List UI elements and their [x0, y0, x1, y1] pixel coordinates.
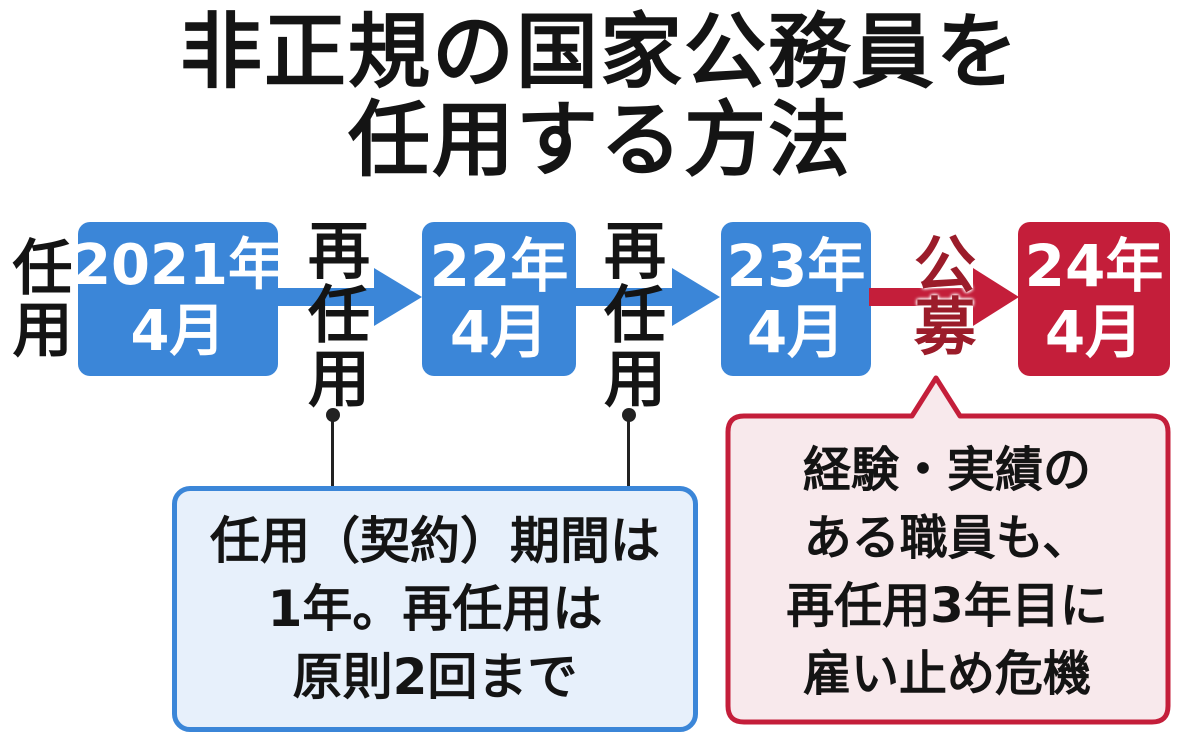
arrow-1: [276, 268, 422, 326]
reninyo-label-1: 再任用: [297, 218, 370, 410]
timeline-box-23-april: 23年 4月: [721, 222, 871, 376]
note-line: 再任用3年目に: [786, 578, 1108, 634]
connector-dot-1: [326, 408, 340, 422]
timeline-box-year: 2021年: [72, 233, 284, 298]
note-line: 1年。再任用は: [267, 580, 603, 638]
diagram-title-line-1: 非正規の国家公務員を: [179, 5, 1020, 100]
reninyo-label-2: 再任用: [593, 218, 666, 410]
connector-line-2: [627, 418, 630, 488]
connector-dot-2: [622, 408, 636, 422]
note-box-dismissal-risk-frame: [725, 375, 1171, 725]
timeline-box-year: 23年: [726, 232, 866, 300]
arrow-2: [574, 268, 720, 326]
timeline-box-24-april: 24年 4月: [1018, 222, 1170, 376]
timeline-box-year: 22年: [429, 232, 569, 300]
timeline-box-month: 4月: [746, 298, 846, 366]
diagram-title-line-2: 任用する方法: [347, 93, 852, 188]
timeline-box-22-april: 22年 4月: [422, 222, 576, 376]
timeline-box-month: 4月: [130, 299, 226, 364]
timeline-box-month: 4月: [449, 298, 549, 366]
timeline-box-2021-april: 2021年 4月: [72, 222, 284, 376]
note-line: ある職員も、: [803, 510, 1091, 566]
note-line: 任用（契約）期間は: [210, 512, 660, 570]
note-box-dismissal-risk: 経験・実績の ある職員も、 再任用3年目に 雇い止め危機: [730, 424, 1164, 720]
note-line: 経験・実績の: [802, 442, 1091, 498]
ninyo-label: 任用: [2, 236, 72, 360]
timeline-box-year: 24年: [1024, 232, 1164, 300]
arrow-3: [869, 268, 1019, 326]
connector-line-1: [331, 418, 334, 488]
koubo-label: 公募: [903, 232, 976, 356]
timeline-box-month: 4月: [1044, 298, 1144, 366]
note-box-contract-period: 任用（契約）期間は 1年。再任用は 原則2回まで: [172, 486, 698, 732]
note-line: 原則2回まで: [292, 648, 578, 706]
note-line: 雇い止め危機: [802, 646, 1091, 702]
